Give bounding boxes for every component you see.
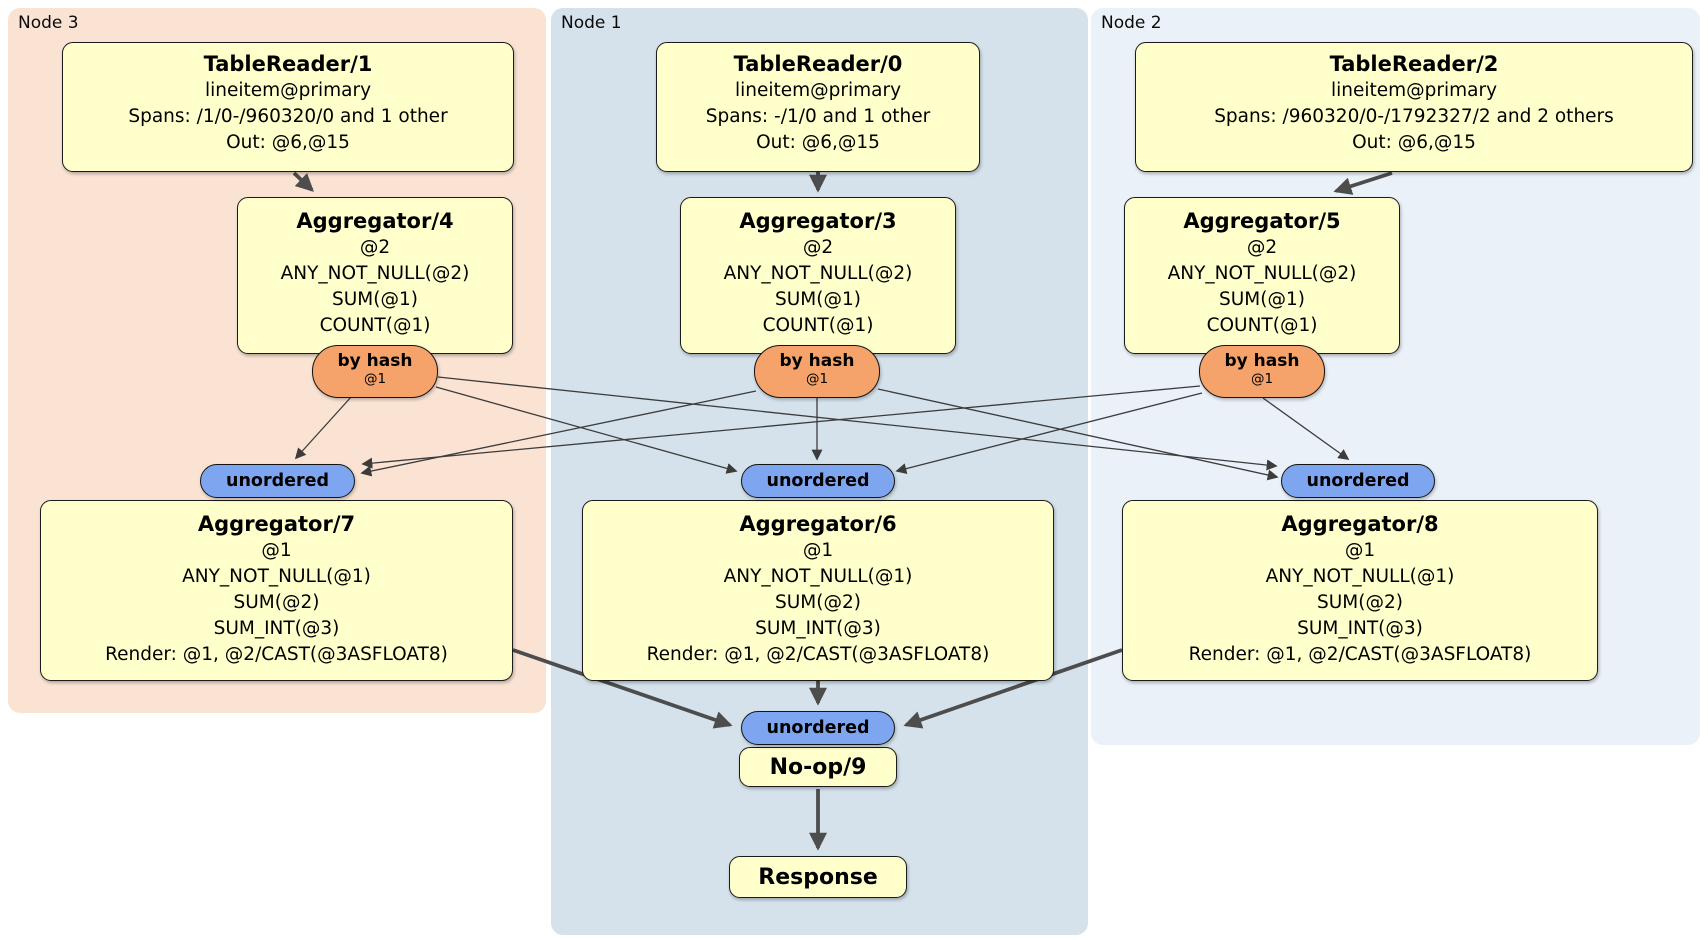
router-label: by hash xyxy=(337,351,413,371)
processor-detail: SUM(@2) xyxy=(233,592,320,613)
edge-byhash5-unordered7 xyxy=(361,385,1201,469)
region-label: Node 3 xyxy=(18,13,79,33)
processor-detail: COUNT(@1) xyxy=(319,315,431,336)
region-label: Node 1 xyxy=(561,13,622,33)
processor-detail: @2 xyxy=(359,237,391,258)
processor-detail: Render: @1, @2/CAST(@3ASFLOAT8) xyxy=(1188,644,1532,665)
edge-byhash5-unordered8 xyxy=(1262,397,1350,460)
processor-title: Aggregator/6 xyxy=(739,512,897,536)
sync-unordered-9: unordered xyxy=(741,711,895,745)
processor-aggregator-8: Aggregator/8 @1 ANY_NOT_NULL(@1) SUM(@2)… xyxy=(1122,500,1598,681)
processor-detail: @1 xyxy=(802,540,834,561)
processor-detail: ANY_NOT_NULL(@1) xyxy=(182,566,371,587)
processor-detail: Spans: -/1/0 and 1 other xyxy=(705,106,931,127)
processor-detail: Render: @1, @2/CAST(@3ASFLOAT8) xyxy=(105,644,448,665)
sync-unordered-7: unordered xyxy=(200,464,355,498)
edge-byhash3-unordered8 xyxy=(877,388,1279,481)
processor-detail: SUM_INT(@3) xyxy=(1297,618,1423,639)
processor-detail: SUM(@1) xyxy=(775,289,861,310)
processor-detail: lineitem@primary xyxy=(1330,80,1498,101)
edge-byhash4-unordered8 xyxy=(437,376,1278,471)
processor-noop-9: No-op/9 xyxy=(739,747,897,787)
router-key: @1 xyxy=(363,371,387,387)
processor-detail: Out: @6,@15 xyxy=(756,132,880,153)
processor-aggregator-4: Aggregator/4 @2 ANY_NOT_NULL(@2) SUM(@1)… xyxy=(237,197,513,354)
processor-aggregator-7: Aggregator/7 @1 ANY_NOT_NULL(@1) SUM(@2)… xyxy=(40,500,513,681)
processor-title: TableReader/2 xyxy=(1329,52,1499,76)
processor-detail: SUM_INT(@3) xyxy=(213,618,340,639)
processor-detail: SUM(@1) xyxy=(332,289,418,310)
router-by-hash-5: by hash @1 xyxy=(1199,345,1325,398)
edge-byhash4-unordered6 xyxy=(435,386,738,474)
processor-detail: COUNT(@1) xyxy=(1206,315,1318,336)
router-by-hash-4: by hash @1 xyxy=(312,345,438,398)
sync-unordered-8: unordered xyxy=(1281,464,1435,498)
edge-byhash3-unordered7 xyxy=(360,390,757,477)
processor-detail: ANY_NOT_NULL(@1) xyxy=(723,566,913,587)
processor-detail: Render: @1, @2/CAST(@3ASFLOAT8) xyxy=(646,644,990,665)
processor-aggregator-6: Aggregator/6 @1 ANY_NOT_NULL(@1) SUM(@2)… xyxy=(582,500,1054,681)
processor-tablereader-2: TableReader/2 lineitem@primary Spans: /9… xyxy=(1135,42,1693,172)
router-key: @1 xyxy=(1250,371,1274,387)
processor-title: TableReader/0 xyxy=(733,52,903,76)
processor-detail: Out: @6,@15 xyxy=(226,132,350,153)
region-label: Node 2 xyxy=(1101,13,1162,33)
processor-detail: lineitem@primary xyxy=(204,80,372,101)
processor-detail: SUM(@2) xyxy=(1317,592,1403,613)
edge-tablereader1-aggregator4 xyxy=(292,171,314,192)
processor-title: TableReader/1 xyxy=(203,52,373,76)
processor-tablereader-0: TableReader/0 lineitem@primary Spans: -/… xyxy=(656,42,980,172)
processor-title: Aggregator/4 xyxy=(296,209,454,233)
processor-title: Response xyxy=(758,864,878,890)
router-by-hash-3: by hash @1 xyxy=(754,345,880,398)
router-label: by hash xyxy=(1224,351,1300,371)
processor-detail: Out: @6,@15 xyxy=(1352,132,1476,153)
processor-title: Aggregator/3 xyxy=(739,209,897,233)
processor-tablereader-1: TableReader/1 lineitem@primary Spans: /1… xyxy=(62,42,514,172)
processor-title: Aggregator/8 xyxy=(1281,512,1439,536)
processor-detail: SUM(@1) xyxy=(1219,289,1305,310)
processor-aggregator-5: Aggregator/5 @2 ANY_NOT_NULL(@2) SUM(@1)… xyxy=(1124,197,1400,354)
sync-unordered-6: unordered xyxy=(741,464,895,498)
router-label: by hash xyxy=(779,351,855,371)
edge-byhash4-unordered7 xyxy=(294,395,353,460)
edge-aggregator8-unordered9 xyxy=(903,648,1123,729)
edge-aggregator7-unordered9 xyxy=(512,648,733,729)
processor-response: Response xyxy=(729,856,907,898)
processor-detail: SUM_INT(@3) xyxy=(755,618,881,639)
processor-title: Aggregator/7 xyxy=(197,512,356,536)
processor-detail: @2 xyxy=(802,237,834,258)
router-key: @1 xyxy=(805,371,829,387)
processor-detail: @1 xyxy=(261,540,292,561)
processor-detail: Spans: /960320/0-/1792327/2 and 2 others xyxy=(1214,106,1614,127)
edge-tablereader2-aggregator5 xyxy=(1333,171,1393,195)
processor-detail: ANY_NOT_NULL(@2) xyxy=(723,263,913,284)
processor-title: Aggregator/5 xyxy=(1183,209,1341,233)
processor-detail: Spans: /1/0-/960320/0 and 1 other xyxy=(128,106,448,127)
processor-aggregator-3: Aggregator/3 @2 ANY_NOT_NULL(@2) SUM(@1)… xyxy=(680,197,956,354)
processor-detail: @2 xyxy=(1246,237,1278,258)
processor-detail: lineitem@primary xyxy=(734,80,902,101)
edge-byhash5-unordered6 xyxy=(895,392,1203,475)
processor-title: No-op/9 xyxy=(769,754,867,780)
processor-detail: COUNT(@1) xyxy=(762,315,874,336)
processor-detail: SUM(@2) xyxy=(775,592,861,613)
processor-detail: ANY_NOT_NULL(@2) xyxy=(280,263,470,284)
processor-detail: @1 xyxy=(1344,540,1376,561)
processor-detail: ANY_NOT_NULL(@2) xyxy=(1167,263,1357,284)
processor-detail: ANY_NOT_NULL(@1) xyxy=(1265,566,1455,587)
